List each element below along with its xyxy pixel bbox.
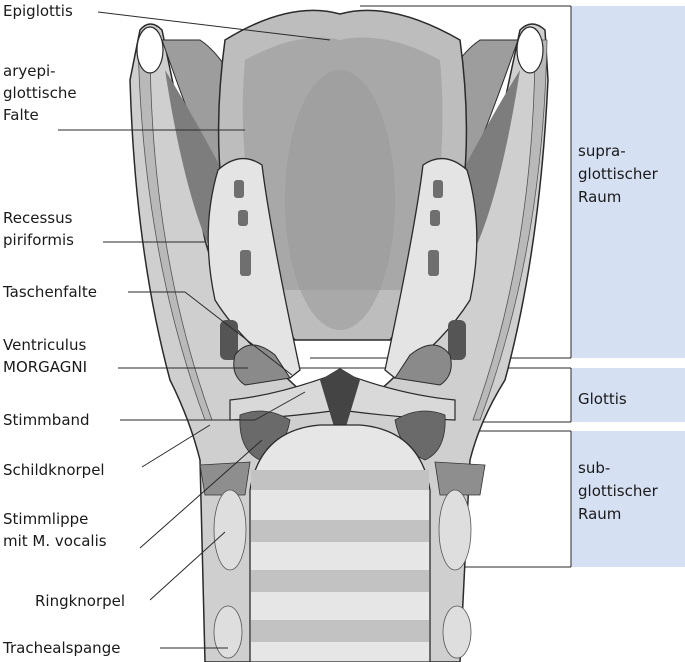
cricoid-cartilage [199, 461, 486, 496]
label-ringknorpel: Ringknorpel [35, 592, 126, 610]
label-stimmlippe: Stimmlippe mit M. vocalis [3, 510, 107, 550]
left-ventricle-morgagni [233, 344, 291, 386]
subglottic-region-bar [571, 431, 685, 567]
vestibule-depth [285, 70, 395, 330]
label-aryepiglottische-falte: aryepi- glottische Falte [3, 62, 77, 124]
left-piriform-recess [165, 70, 222, 260]
label-glottis: Glottis [578, 390, 627, 408]
label-taschenfalte: Taschenfalte [3, 283, 97, 301]
leader-lines [58, 11, 331, 649]
right-ventricle-morgagni [394, 344, 452, 386]
right-tracheal-ring [442, 605, 472, 659]
left-ventricular-fold [207, 158, 301, 379]
label-supraglottischer-raum: supra- glottischer Raum [578, 142, 658, 206]
label-trachealspange: Trachealspange [3, 639, 121, 657]
label-schildknorpel: Schildknorpel [3, 461, 105, 479]
fold-glands [220, 180, 466, 360]
glottic-gap [320, 368, 360, 430]
label-subglottischer-raum: sub- glottischer Raum [578, 459, 658, 523]
right-ring-cartilage [438, 489, 472, 571]
tracheal-rings [251, 470, 429, 642]
left-ring-cartilage [213, 489, 247, 571]
left-cuneiform-cartilage [136, 26, 164, 74]
label-ventriculus-morgagni: Ventriculus MORGAGNI [3, 336, 88, 376]
supraglottic-region-bar [571, 6, 685, 358]
right-piriform-recess [463, 70, 520, 260]
right-thyroid-strip [472, 39, 548, 421]
right-cuneiform-cartilage [516, 26, 544, 74]
left-tracheal-ring [213, 605, 243, 659]
label-stimmband: Stimmband [3, 411, 90, 429]
label-recessus-piriformis: Recessus piriformis [3, 209, 74, 249]
glottis-region-bar [571, 368, 685, 422]
label-epiglottis: Epiglottis [3, 2, 73, 20]
